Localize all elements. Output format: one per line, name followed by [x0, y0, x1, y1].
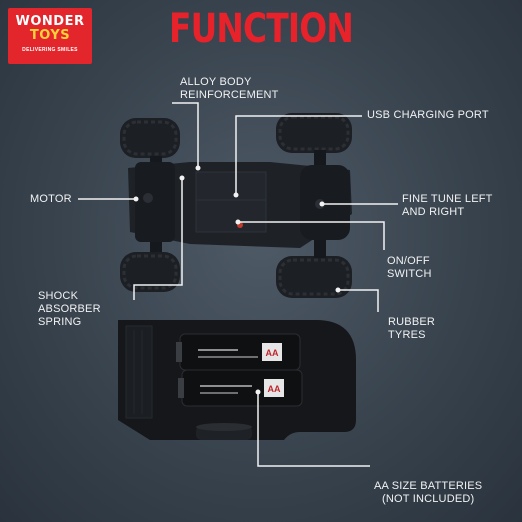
- wheel-front-right: [276, 113, 352, 153]
- battery-mark-2: AA: [268, 384, 281, 394]
- label-motor: MOTOR: [30, 193, 72, 205]
- chassis: [128, 162, 352, 248]
- label-on-off-switch: ON/OFF SWITCH: [387, 255, 432, 280]
- brand-name-line1: WONDER: [15, 14, 85, 29]
- label-shock-absorber: SHOCK ABSORBER SPRING: [38, 290, 101, 328]
- battery-compartment: AA AA: [118, 320, 356, 440]
- brand-logo: WONDER TOYS DELIVERING SMILES: [8, 8, 92, 64]
- page-title: FUNCTION: [169, 6, 354, 52]
- wheel-rear-left: [120, 252, 180, 292]
- label-fine-tune: FINE TUNE LEFT AND RIGHT: [402, 193, 493, 218]
- label-usb-charging-port: USB CHARGING PORT: [367, 109, 489, 121]
- label-rubber-tyres: RUBBER TYRES: [388, 316, 436, 341]
- brand-tagline: DELIVERING SMILES: [22, 47, 78, 53]
- brand-name-line2: TOYS: [29, 28, 71, 43]
- label-batteries: AA SIZE BATTERIES (NOT INCLUDED): [374, 480, 483, 505]
- wheel-front-left: [120, 118, 180, 158]
- battery-mark-1: AA: [266, 348, 279, 358]
- wheel-rear-right: [276, 256, 352, 298]
- label-alloy-body: ALLOY BODY REINFORCEMENT: [180, 76, 279, 101]
